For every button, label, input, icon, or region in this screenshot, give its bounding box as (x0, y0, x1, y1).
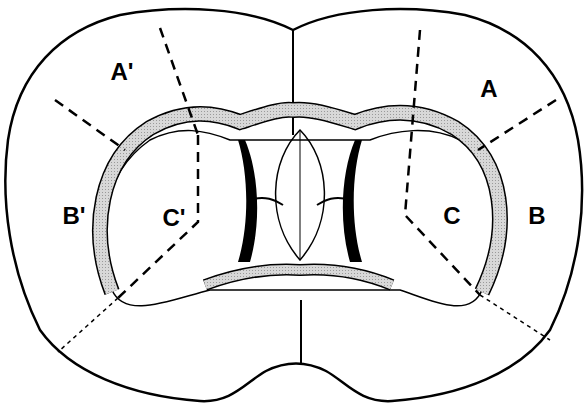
region-label: A' (110, 60, 133, 84)
region-label: C (443, 204, 460, 228)
region-label: B (528, 204, 545, 228)
region-label: A (480, 77, 497, 101)
region-label: C' (162, 206, 185, 230)
region-label: B' (62, 204, 85, 228)
